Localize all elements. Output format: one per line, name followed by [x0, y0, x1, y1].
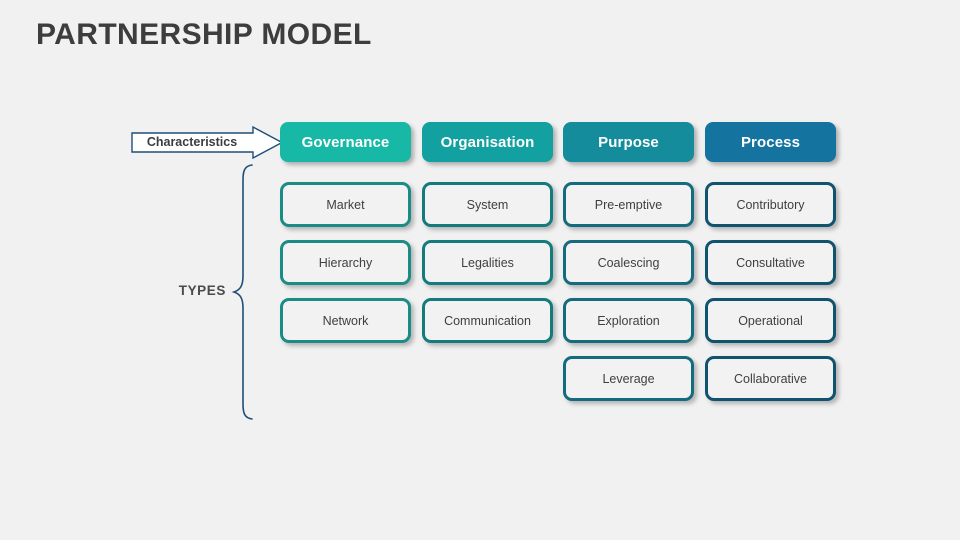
item-exploration-label: Exploration [597, 313, 660, 328]
page-title: PARTNERSHIP MODEL [36, 18, 372, 51]
item-contributory[interactable]: Contributory [705, 182, 836, 227]
item-legalities[interactable]: Legalities [422, 240, 553, 285]
header-process[interactable]: Process [705, 122, 836, 162]
item-leverage[interactable]: Leverage [563, 356, 694, 401]
item-market-label: Market [326, 197, 365, 212]
item-legalities-label: Legalities [461, 255, 514, 270]
item-system[interactable]: System [422, 182, 553, 227]
types-label: TYPES [178, 283, 226, 298]
item-pre-emptive-label: Pre-emptive [594, 197, 663, 212]
item-hierarchy-label: Hierarchy [318, 255, 373, 270]
column-organisation: Organisation System Legalities Communica… [422, 122, 553, 356]
item-market[interactable]: Market [280, 182, 411, 227]
item-pre-emptive[interactable]: Pre-emptive [563, 182, 694, 227]
item-operational-label: Operational [738, 313, 803, 328]
characteristics-label: Characteristics [146, 135, 238, 149]
item-exploration[interactable]: Exploration [563, 298, 694, 343]
header-process-label: Process [740, 133, 801, 151]
arrow-shape-icon [131, 125, 284, 160]
characteristics-arrow-banner: Characteristics [131, 125, 284, 160]
item-collaborative[interactable]: Collaborative [705, 356, 836, 401]
item-communication-label: Communication [444, 313, 531, 328]
header-organisation-label: Organisation [440, 133, 535, 151]
item-leverage-label: Leverage [602, 371, 655, 386]
item-collaborative-label: Collaborative [734, 371, 807, 386]
item-consultative-label: Consultative [736, 255, 805, 270]
item-network[interactable]: Network [280, 298, 411, 343]
item-network-label: Network [322, 313, 369, 328]
header-purpose[interactable]: Purpose [563, 122, 694, 162]
header-governance-label: Governance [301, 133, 390, 151]
header-organisation[interactable]: Organisation [422, 122, 553, 162]
item-system-label: System [466, 197, 509, 212]
item-operational[interactable]: Operational [705, 298, 836, 343]
column-governance: Governance Market Hierarchy Network [280, 122, 411, 356]
curly-brace-icon [231, 164, 253, 420]
column-purpose: Purpose Pre-emptive Coalescing Explorati… [563, 122, 694, 414]
item-communication[interactable]: Communication [422, 298, 553, 343]
item-coalescing-label: Coalescing [597, 255, 660, 270]
item-contributory-label: Contributory [736, 197, 805, 212]
header-purpose-label: Purpose [598, 133, 659, 151]
item-coalescing[interactable]: Coalescing [563, 240, 694, 285]
header-governance[interactable]: Governance [280, 122, 411, 162]
item-consultative[interactable]: Consultative [705, 240, 836, 285]
item-hierarchy[interactable]: Hierarchy [280, 240, 411, 285]
column-process: Process Contributory Consultative Operat… [705, 122, 836, 414]
